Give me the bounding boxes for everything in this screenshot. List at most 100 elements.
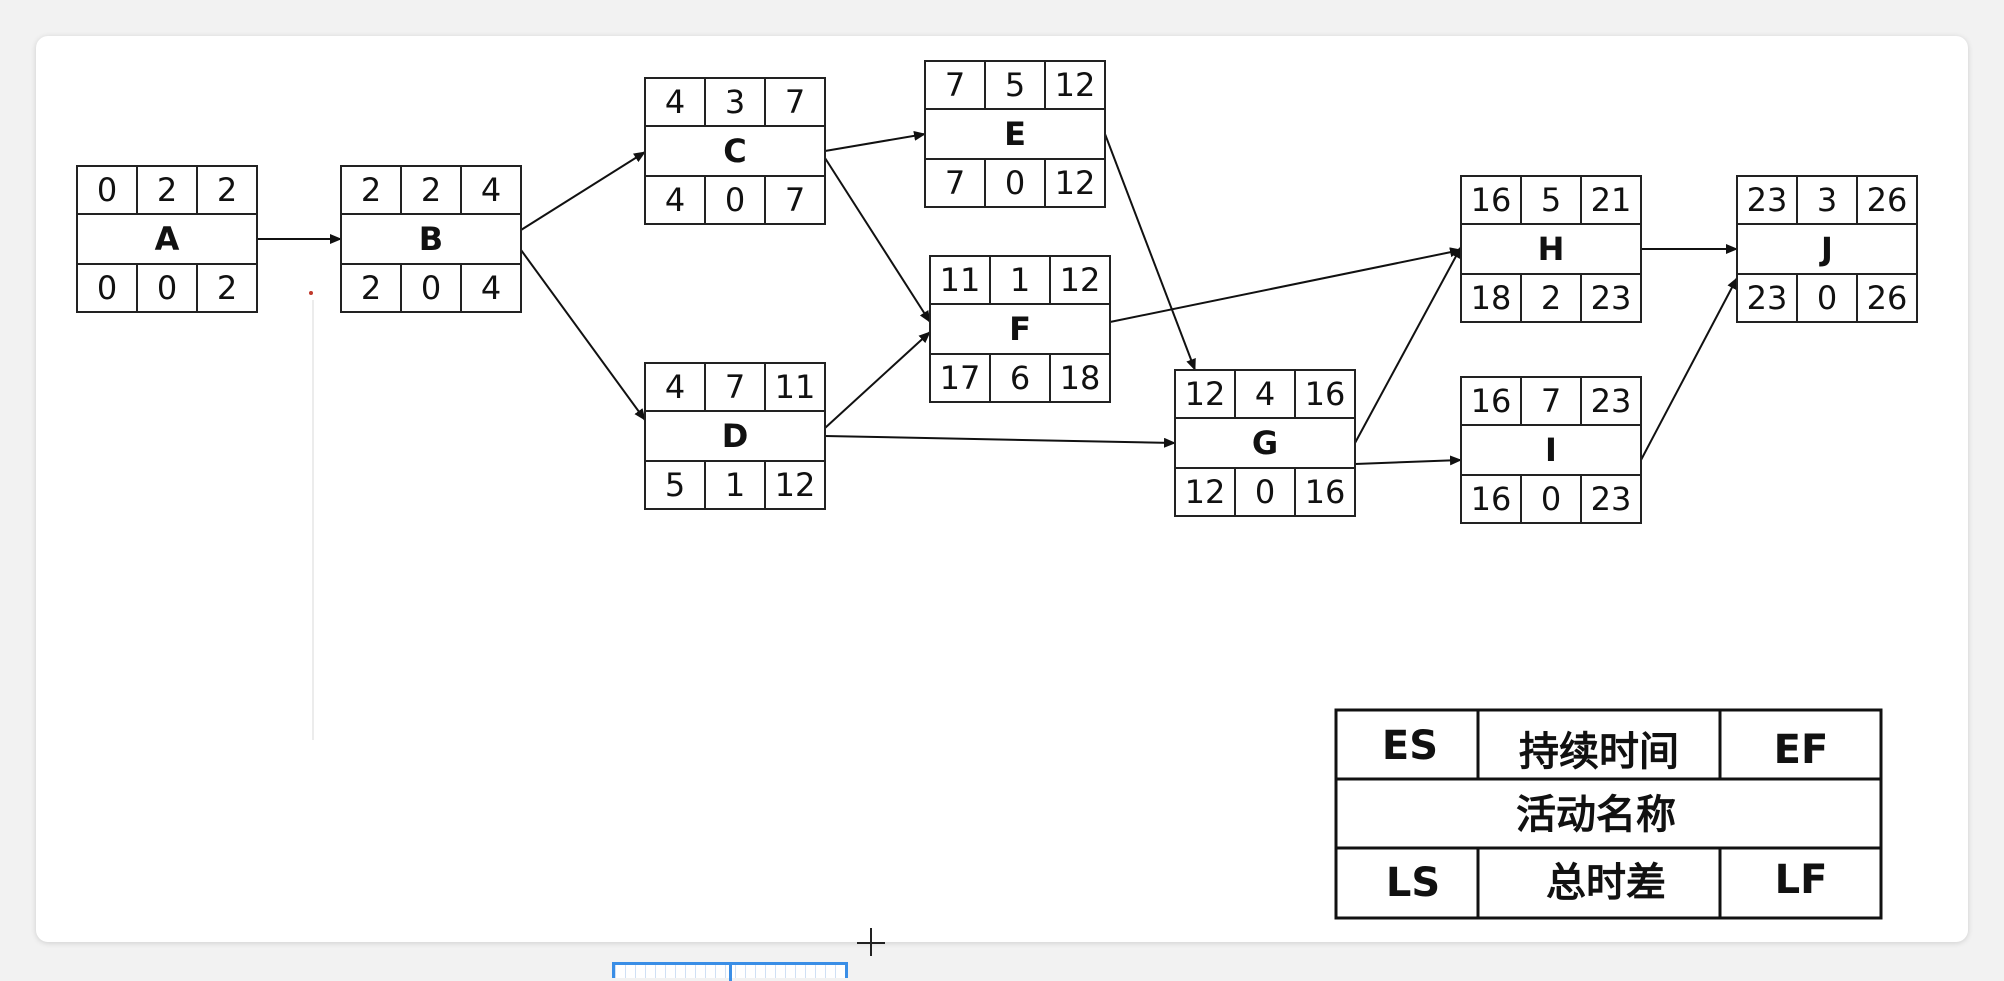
legend-es: ES: [1382, 723, 1438, 769]
node-activity-name: J: [1819, 230, 1833, 268]
node-activity-name: C: [723, 132, 746, 170]
node-duration: 7: [1541, 382, 1561, 420]
node-es: 12: [1185, 375, 1226, 413]
node-lf: 4: [481, 269, 501, 307]
legend-table: ES 持续时间 EF 活动名称 LS 总时差 LF: [1334, 708, 1883, 920]
node-activity-name: D: [722, 417, 749, 455]
node-es: 16: [1471, 181, 1512, 219]
node-es: 7: [945, 66, 965, 104]
node-lf: 26: [1867, 279, 1908, 317]
node-total-float: 0: [157, 269, 177, 307]
node-ls: 7: [945, 164, 965, 202]
edge-i-j: [1640, 277, 1738, 461]
node-total-float: 0: [725, 181, 745, 219]
edges-layer: [257, 130, 1738, 466]
node-ef: 12: [1060, 261, 1101, 299]
node-ef: 7: [785, 83, 805, 121]
node-lf: 18: [1060, 359, 1101, 397]
node-border: [929, 255, 1111, 403]
node-duration: 3: [725, 83, 745, 121]
node-ef: 2: [217, 171, 237, 209]
node-duration: 7: [725, 368, 745, 406]
node-ef: 4: [481, 171, 501, 209]
node-border: [1460, 376, 1642, 524]
node-activity-name: G: [1252, 424, 1278, 462]
legend-border: [1334, 708, 1883, 920]
node-total-float: 0: [1005, 164, 1025, 202]
crosshair-cursor-bar: [857, 942, 885, 944]
node-es: 16: [1471, 382, 1512, 420]
node-es: 4: [665, 368, 685, 406]
node-ls: 2: [361, 269, 381, 307]
legend-activity-name: 活动名称: [1516, 792, 1676, 838]
node-lf: 12: [775, 466, 816, 504]
node-border: [644, 77, 826, 225]
node-lf: 7: [785, 181, 805, 219]
node-lf: 16: [1305, 473, 1346, 511]
node-lf: 23: [1591, 279, 1632, 317]
node-ef: 23: [1591, 382, 1632, 420]
node-activity-name: A: [155, 220, 180, 258]
node-duration: 1: [1010, 261, 1030, 299]
edge-b-d: [520, 249, 646, 421]
thumbnail-strip[interactable]: [612, 962, 848, 981]
node-ls: 0: [97, 269, 117, 307]
node-es: 0: [97, 171, 117, 209]
node-total-float: 1: [725, 466, 745, 504]
node-ls: 12: [1185, 473, 1226, 511]
node-ls: 18: [1471, 279, 1512, 317]
node-es: 2: [361, 171, 381, 209]
node-activity-name: B: [419, 220, 443, 258]
node-total-float: 0: [1255, 473, 1275, 511]
edge-g-h: [1354, 246, 1462, 444]
node-border: [340, 165, 522, 313]
node-ls: 5: [665, 466, 685, 504]
node-duration: 5: [1005, 66, 1025, 104]
node-es: 4: [665, 83, 685, 121]
thumbnail-divider: [729, 965, 732, 981]
node-lf: 2: [217, 269, 237, 307]
node-lf: 23: [1591, 480, 1632, 518]
legend-total-float: 总时差: [1546, 860, 1666, 906]
node-activity-name: H: [1538, 230, 1565, 268]
faint-guide-line: [312, 300, 314, 740]
node-total-float: 0: [421, 269, 441, 307]
node-duration: 3: [1817, 181, 1837, 219]
node-es: 23: [1747, 181, 1788, 219]
node-duration: 2: [157, 171, 177, 209]
node-activity-name: E: [1004, 115, 1026, 153]
node-duration: 5: [1541, 181, 1561, 219]
node-ef: 12: [1055, 66, 1096, 104]
node-border: [1460, 175, 1642, 323]
node-ef: 16: [1305, 375, 1346, 413]
edge-e-g: [1104, 133, 1196, 371]
node-ef: 21: [1591, 181, 1632, 219]
node-activity-name: I: [1545, 431, 1557, 469]
node-border: [644, 362, 826, 510]
legend-ef: EF: [1774, 727, 1829, 773]
edge-b-c: [520, 151, 646, 231]
edge-g-i: [1354, 455, 1462, 466]
edge-d-g: [824, 435, 1176, 448]
node-ls: 16: [1471, 480, 1512, 518]
edge-c-f: [824, 157, 931, 323]
legend-ls: LS: [1386, 860, 1440, 906]
node-border: [924, 60, 1106, 208]
node-ls: 23: [1747, 279, 1788, 317]
node-ef: 26: [1867, 181, 1908, 219]
node-duration: 4: [1255, 375, 1275, 413]
node-border: [1736, 175, 1918, 323]
node-lf: 12: [1055, 164, 1096, 202]
node-border: [76, 165, 258, 313]
node-activity-name: F: [1009, 310, 1031, 348]
stray-dot: [309, 291, 313, 295]
